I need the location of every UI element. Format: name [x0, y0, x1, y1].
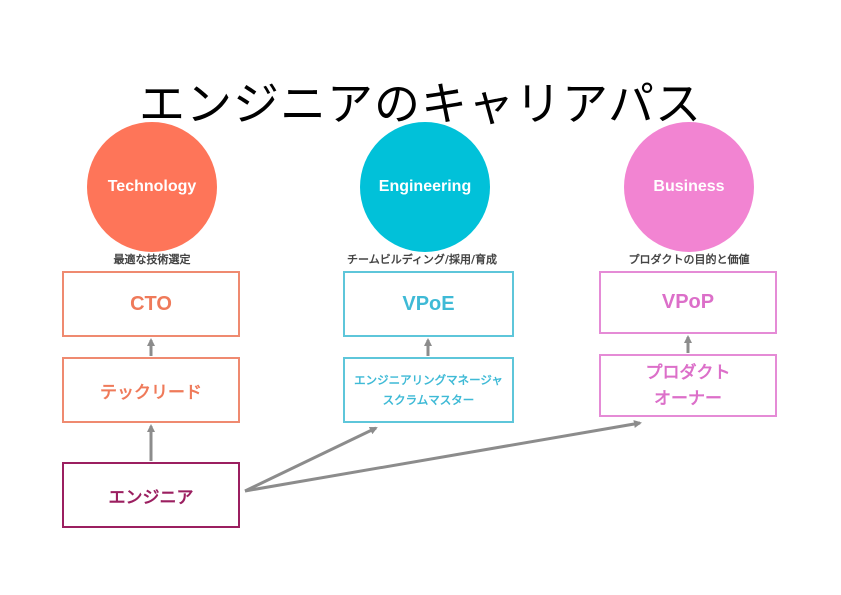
vpoe-box: VPoE [343, 271, 514, 337]
engineering-caption: チームビルディング/採用/育成 [347, 253, 497, 266]
scrum-master-label: スクラムマスター [382, 393, 475, 407]
engineer-box: エンジニア [62, 462, 240, 528]
product-owner-box: プロダクト オーナー [599, 354, 777, 417]
vpop-box: VPoP [599, 271, 777, 334]
arrow-engineer-to-po [244, 420, 642, 493]
engineer-label: エンジニア [108, 487, 194, 508]
vpop-label: VPoP [661, 291, 715, 313]
product-owner-label-line1: プロダクト [645, 362, 731, 383]
arrow-engineer-to-em [244, 426, 378, 493]
engineering-manager-label: エンジニアリングマネージャ [354, 373, 503, 387]
business-circle: Business [624, 122, 754, 252]
engineering-label: Engineering [378, 178, 472, 195]
technology-caption: 最適な技術選定 [113, 253, 191, 266]
tech-lead-label: テックリード [100, 382, 202, 403]
tech-lead-box: テックリード [62, 357, 240, 423]
vpoe-label: VPoE [402, 292, 455, 315]
engineering-manager-box: エンジニアリングマネージャ スクラムマスター [343, 357, 514, 423]
business-label: Business [653, 178, 725, 195]
technology-circle: Technology [87, 122, 217, 252]
engineering-circle: Engineering [360, 122, 490, 252]
cto-box: CTO [62, 271, 240, 337]
cto-label: CTO [130, 292, 172, 315]
technology-label: Technology [107, 178, 197, 195]
product-owner-label-line2: オーナー [654, 388, 722, 409]
business-caption: プロダクトの目的と価値 [628, 253, 750, 266]
